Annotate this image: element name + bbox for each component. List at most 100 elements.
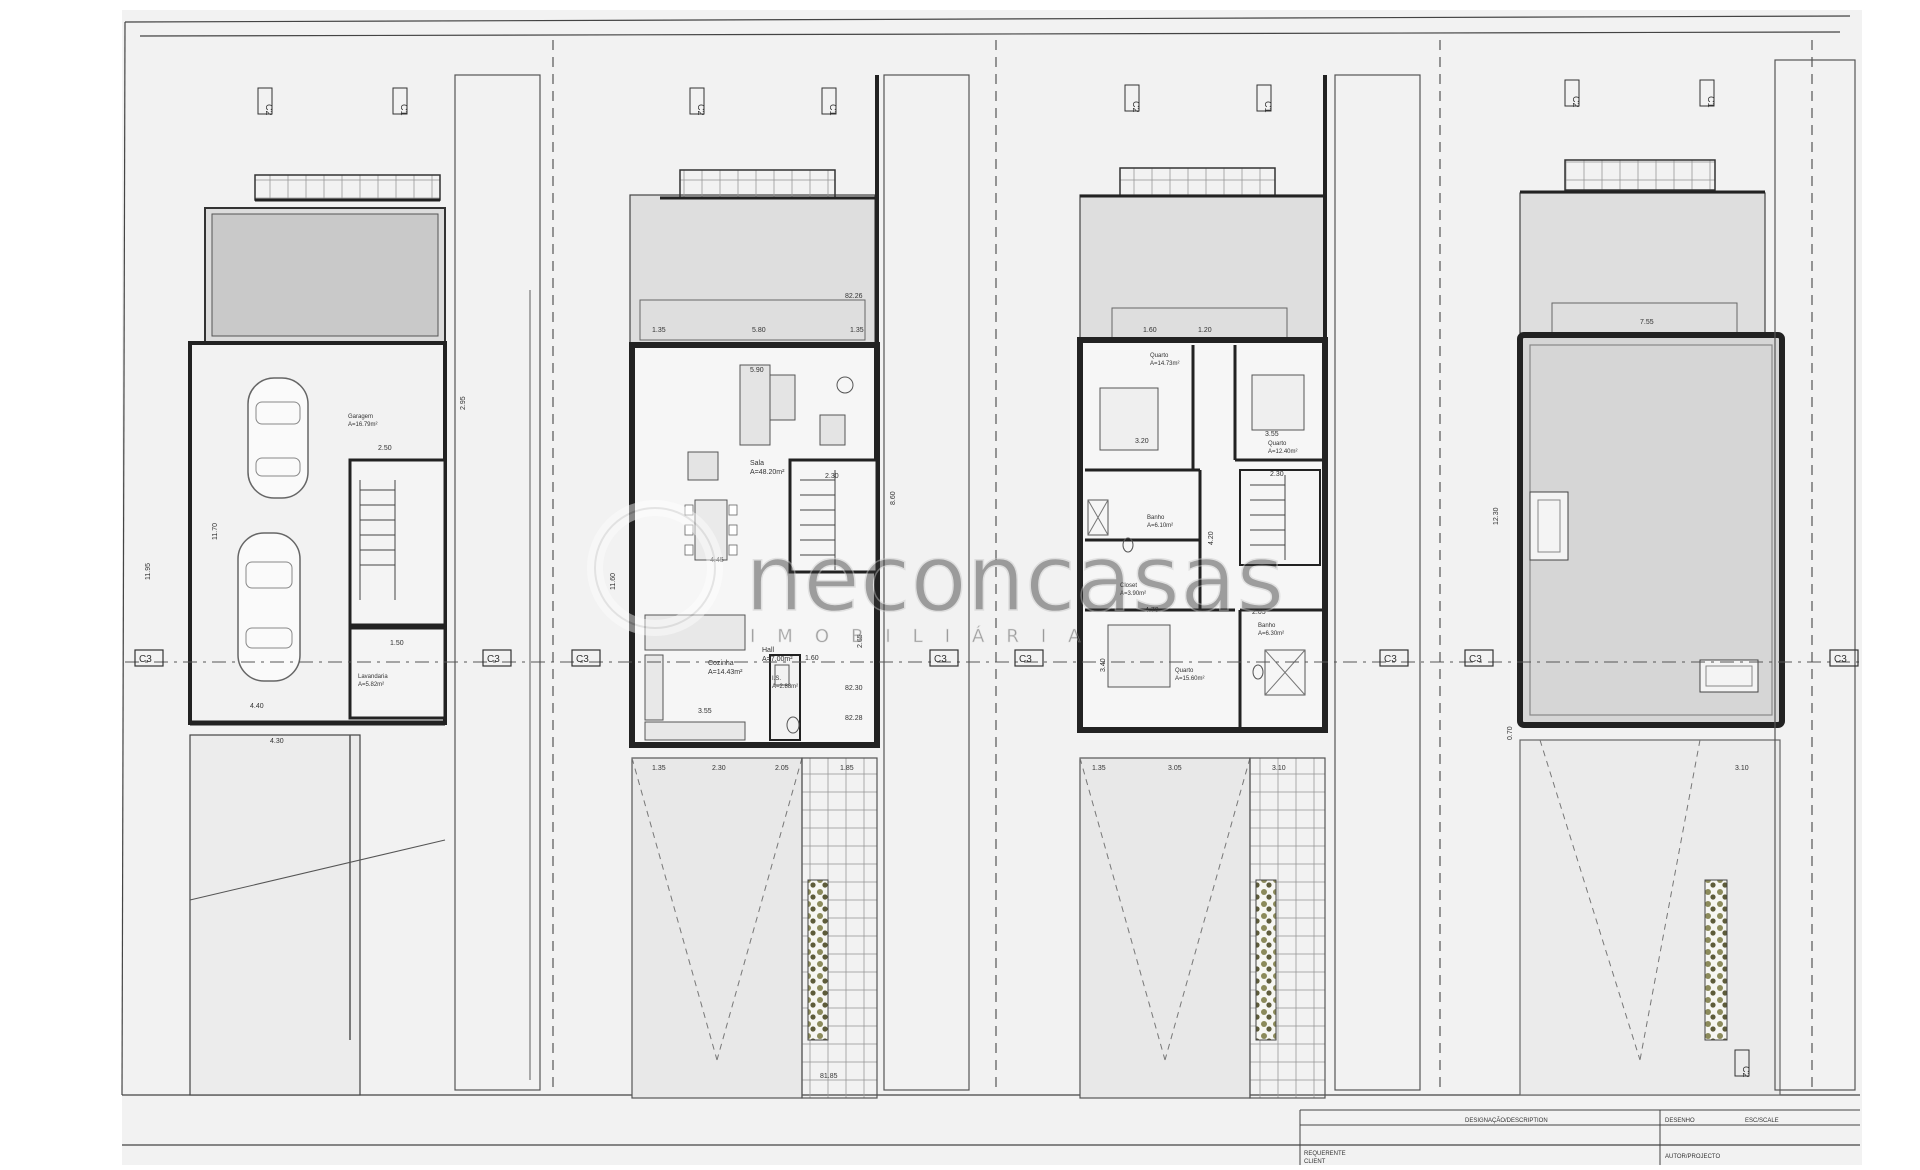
bed-icon	[1099, 387, 1159, 451]
dim-label: 1.60	[805, 655, 819, 662]
quarto-label: Quarto	[1268, 441, 1287, 447]
section-c1-marker: C1	[399, 104, 409, 116]
level-mark: 82.28	[845, 715, 863, 722]
dim-label: 7.55	[1640, 319, 1654, 326]
dim-label: 4.70	[1145, 607, 1159, 614]
watermark-sub: IMOBILIÁRIA	[750, 625, 1102, 647]
banho-area: A=6.10m²	[1147, 523, 1173, 529]
dim-label: 3.55	[698, 708, 712, 715]
title-block-col: ESC/SCALE	[1745, 1118, 1779, 1124]
section-c2-marker: C2	[1571, 96, 1581, 108]
hedge	[807, 879, 829, 1041]
sala-label: Sala	[750, 460, 764, 467]
dim-label: 3.10	[1735, 765, 1749, 772]
quarto-area: A=12.40m²	[1268, 449, 1298, 455]
dim-label: 3.10	[1272, 765, 1286, 772]
bed-icon	[1251, 374, 1305, 431]
dim-label: 1.85	[840, 765, 854, 772]
dim-label: 3.05	[1168, 765, 1182, 772]
bed-icon	[1107, 624, 1171, 688]
dim-label: 11.70	[212, 523, 219, 540]
plan-d-roof: 7.55 12.30 3.10 0.70 C2 C1 C2	[1493, 59, 1856, 1096]
lavandaria-label: Lavandaria	[358, 674, 388, 680]
section-c3-marker: C3	[1834, 654, 1847, 665]
quarto-area: A=15.60m²	[1175, 676, 1205, 682]
closet-label: Closet	[1120, 583, 1137, 589]
dim-label: 2.30	[1270, 471, 1284, 478]
dim-label: 3.40	[1100, 658, 1107, 672]
section-c3-cut: C3 C3 C3 C3 C3 C3 C3 C3	[125, 649, 1860, 667]
garage-label: Garagem	[348, 414, 373, 420]
dim-label: 11.95	[145, 563, 152, 580]
quarto-area: A=14.73m²	[1150, 361, 1180, 367]
closet-area: A=3.90m²	[1120, 591, 1146, 597]
section-c2-marker: C2	[1741, 1066, 1751, 1078]
dim-label: 4.20	[1208, 531, 1215, 545]
section-c3-marker: C3	[1019, 654, 1032, 665]
section-c2-marker: C2	[1131, 101, 1141, 113]
dim-label: 4.45	[710, 557, 724, 564]
cozinha-label: Cozinha	[708, 660, 734, 667]
quarto-label: Quarto	[1175, 668, 1194, 674]
banho-area: A=6.30m²	[1258, 631, 1284, 637]
dim-label: 1.35	[652, 765, 666, 772]
title-block-client: CLIENT	[1304, 1159, 1326, 1165]
plan-a-garage-floor: Garagem A=16.79m² Lavandaria A=5.82m² 2.…	[145, 74, 541, 1096]
title-block-autor: AUTOR/PROJECTO	[1665, 1154, 1720, 1160]
banho-label: Banho	[1258, 623, 1276, 629]
section-c2-marker: C2	[264, 104, 274, 116]
banho-label: Banho	[1147, 515, 1165, 521]
quarto-label: Quarto	[1150, 353, 1169, 359]
watermark: neconcasas IMOBILIÁRIA	[587, 500, 1285, 647]
dim-label: 2.95	[460, 396, 467, 410]
dim-label: 1.60	[1143, 327, 1157, 334]
dim-label: 12.30	[1493, 507, 1500, 525]
dim-label: 3.20	[1135, 438, 1149, 445]
dim-label: 3.55	[1265, 431, 1279, 438]
hall-area: A=7.00m²	[762, 656, 793, 663]
watermark-brand: neconcasas	[745, 525, 1284, 632]
cozinha-area: A=14.43m²	[708, 669, 743, 676]
section-c3-marker: C3	[934, 654, 947, 665]
section-c1-marker: C1	[1706, 96, 1716, 108]
dim-label: 1.50	[390, 640, 404, 647]
plan-b-ground-floor: Sala A=48.20m² Hall A=7.00m² Cozinha A=1…	[610, 74, 970, 1099]
sala-area: A=48.20m²	[750, 469, 785, 476]
hedge	[1704, 879, 1728, 1041]
title-block: DESIGNAÇÃO/DESCRIPTION DESENHO ESC/SCALE…	[1299, 1109, 1860, 1165]
lavandaria-area: A=5.82m²	[358, 682, 384, 688]
wc-area: A=2.88m²	[772, 684, 798, 690]
dim-label: 1.35	[850, 327, 864, 334]
car-icon	[247, 377, 309, 499]
level-mark: 81.85	[820, 1073, 838, 1080]
title-block-header: DESIGNAÇÃO/DESCRIPTION	[1465, 1117, 1548, 1124]
hedge	[1255, 879, 1277, 1041]
dim-label: 2.65	[857, 634, 864, 648]
dim-label: 5.80	[752, 327, 766, 334]
section-c3-marker: C3	[487, 654, 500, 665]
dim-label: 2.50	[378, 445, 392, 452]
lot-divider-lines	[552, 40, 1813, 1090]
dim-label: 4.30	[270, 738, 284, 745]
dim-label: 2.05	[1252, 609, 1266, 616]
level-mark: 82.30	[845, 685, 863, 692]
car-icon	[237, 532, 301, 682]
section-c3-marker: C3	[576, 654, 589, 665]
dim-label: 0.70	[1507, 726, 1514, 740]
dim-label: 2.30	[825, 473, 839, 480]
dim-label: 5.90	[750, 367, 764, 374]
plan-c-first-floor: Quarto A=14.73m² Quarto A=12.40m² Quarto…	[1077, 74, 1421, 1099]
wc-label: I.S.	[772, 676, 781, 682]
section-c3-marker: C3	[1384, 654, 1397, 665]
dim-label: 2.30	[712, 765, 726, 772]
section-c2-marker: C2	[696, 104, 706, 116]
section-c1-marker: C1	[1263, 101, 1273, 113]
dim-label: 8.60	[890, 491, 897, 505]
dim-label: 11.60	[610, 573, 617, 590]
section-c3-marker: C3	[139, 654, 152, 665]
garage-area: A=16.79m²	[348, 422, 378, 428]
section-c3-marker: C3	[1469, 654, 1482, 665]
title-block-requerente: REQUERENTE	[1304, 1151, 1346, 1157]
level-mark: 82.26	[845, 293, 863, 300]
